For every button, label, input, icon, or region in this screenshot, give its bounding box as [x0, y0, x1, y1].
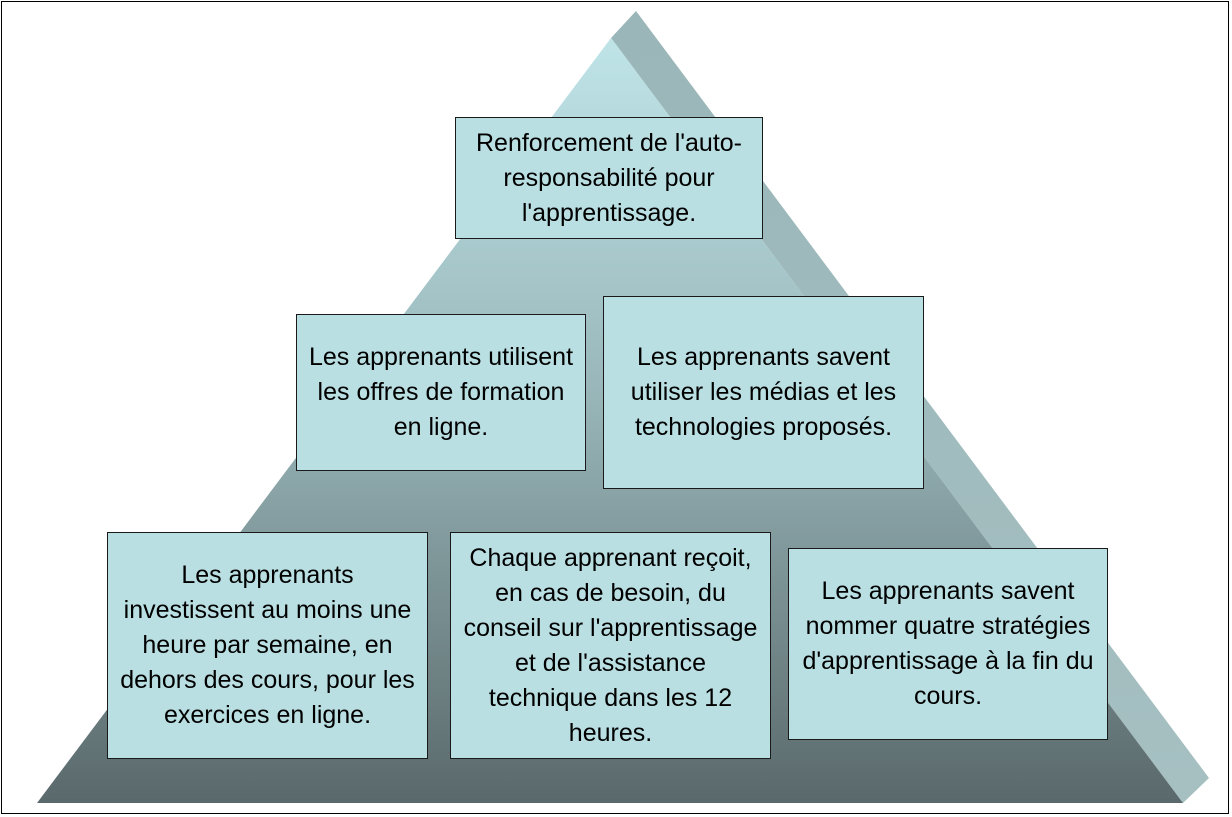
pyramid-bottom-center-box: Chaque apprenant reçoit, en cas de besoi…	[450, 532, 771, 759]
pyramid-middle-right-text: Les apprenants savent utiliser les média…	[630, 343, 897, 441]
pyramid-top-box: Renforcement de l'auto-responsabilité po…	[455, 117, 763, 239]
pyramid-middle-right-box: Les apprenants savent utiliser les média…	[603, 296, 924, 489]
pyramid-middle-left-box: Les apprenants utilisent les offres de f…	[296, 314, 586, 471]
pyramid-bottom-left-box: Les apprenants investissent au moins une…	[107, 532, 428, 759]
pyramid-bottom-right-box: Les apprenants savent nommer quatre stra…	[788, 548, 1108, 740]
pyramid-bottom-left-text: Les apprenants investissent au moins une…	[120, 561, 415, 729]
pyramid-bottom-center-text: Chaque apprenant reçoit, en cas de besoi…	[463, 543, 758, 747]
pyramid-middle-left-text: Les apprenants utilisent les offres de f…	[308, 343, 574, 441]
pyramid-top-text: Renforcement de l'auto-responsabilité po…	[475, 128, 743, 227]
pyramid-bottom-right-text: Les apprenants savent nommer quatre stra…	[802, 577, 1094, 710]
